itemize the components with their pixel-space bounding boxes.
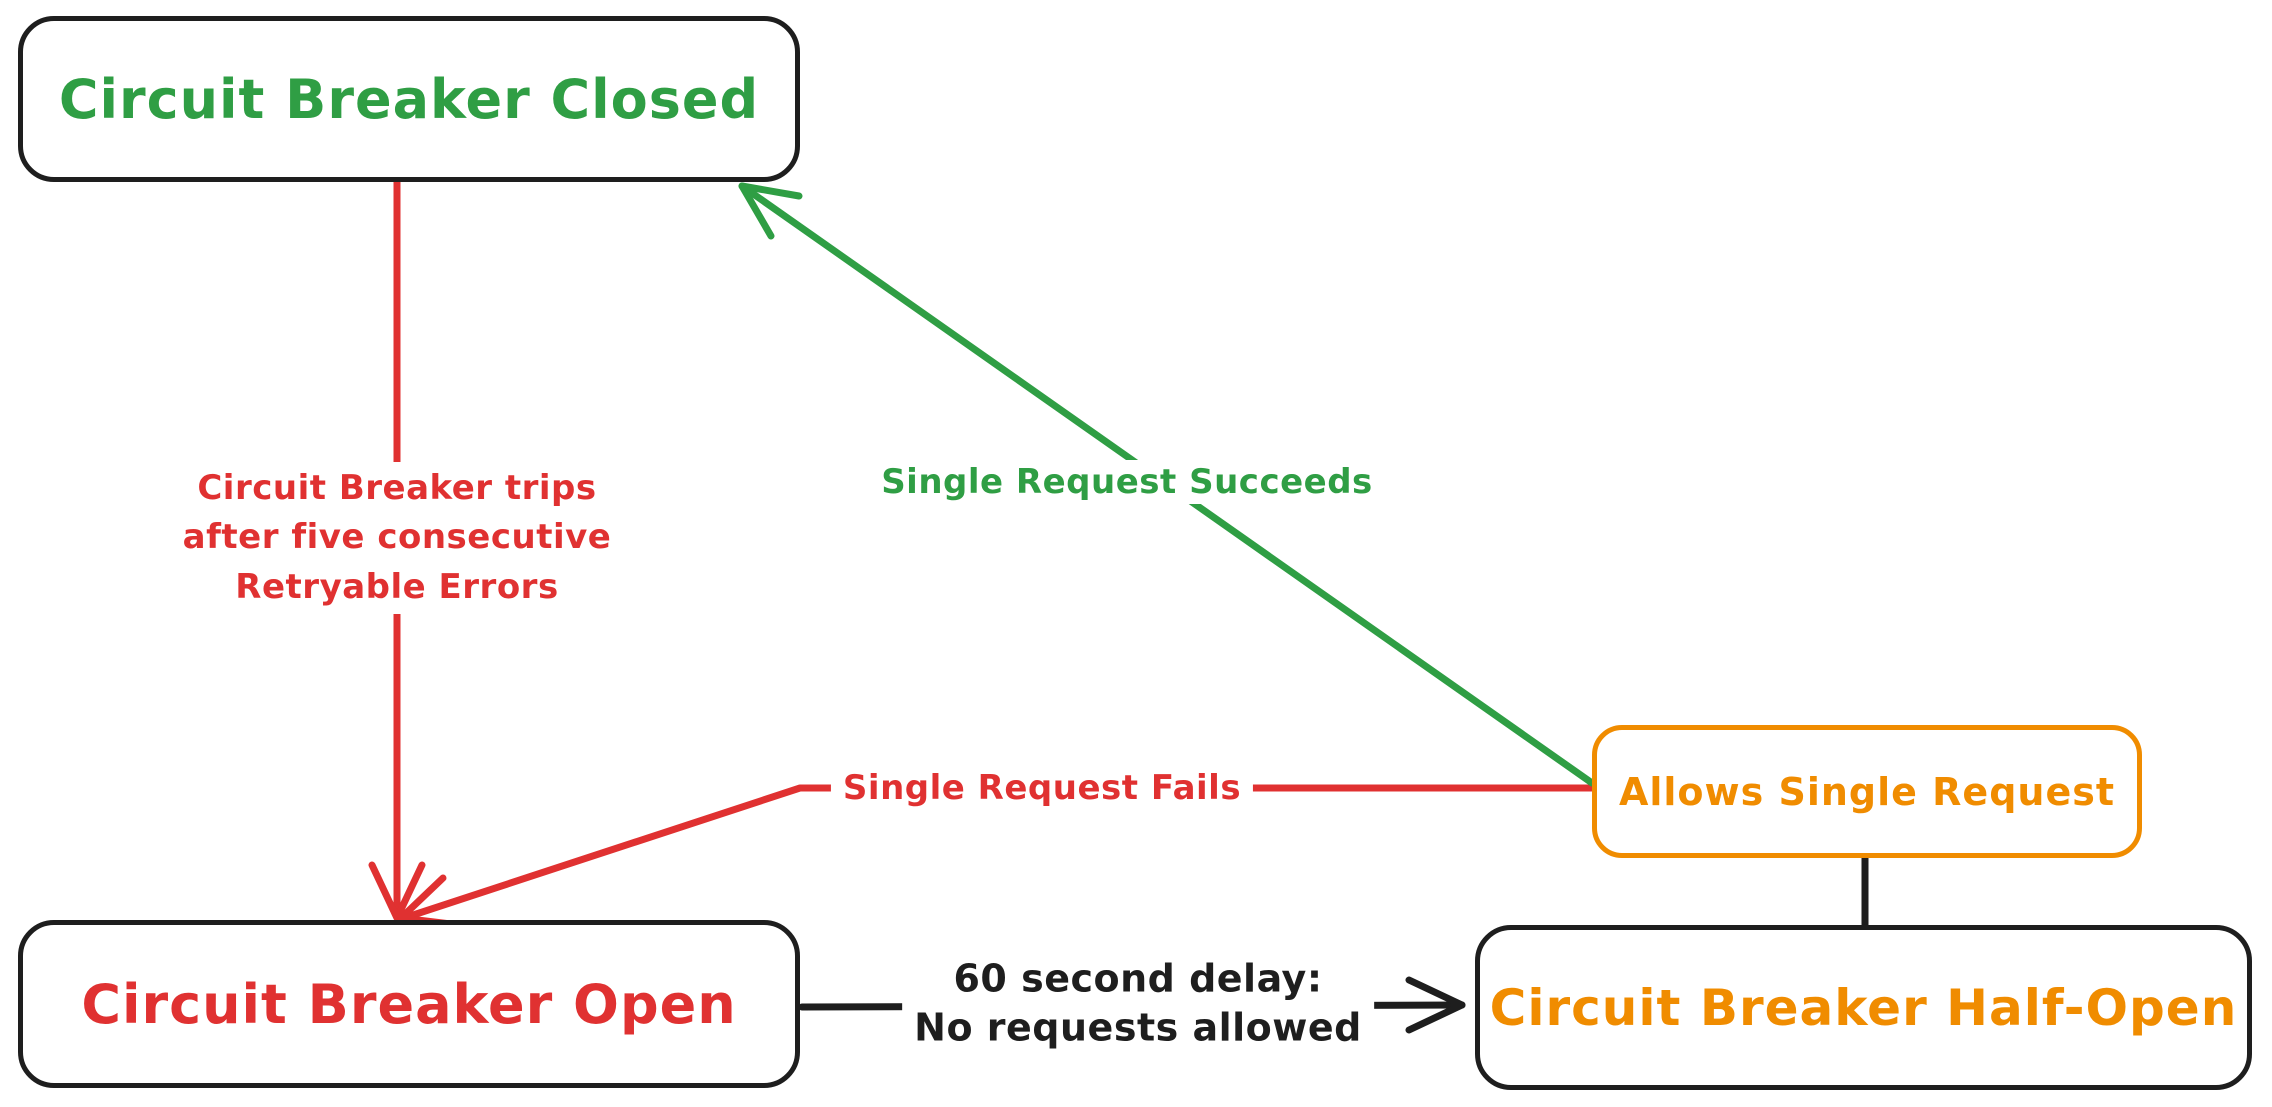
edge-label-fails: Single Request Fails — [830, 766, 1254, 810]
edge-label-delay-line2: No requests allowed — [914, 1006, 1362, 1050]
edge-succeeds-arrowhead — [738, 182, 803, 240]
edge-label-trip: Circuit Breaker trips after five consecu… — [170, 462, 624, 614]
edge-label-trip-line3: Retryable Errors — [235, 566, 559, 607]
edge-label-trip-line1: Circuit Breaker trips — [197, 468, 597, 508]
node-circuit-breaker-half-open: Circuit Breaker Half-Open — [1475, 925, 2252, 1090]
node-circuit-breaker-closed-label: Circuit Breaker Closed — [58, 67, 760, 131]
edge-trip-arrowhead — [368, 861, 426, 922]
node-circuit-breaker-half-open-label: Circuit Breaker Half-Open — [1489, 978, 2238, 1037]
node-circuit-breaker-open: Circuit Breaker Open — [18, 920, 800, 1088]
edge-label-trip-line2: after five consecutive — [182, 517, 612, 558]
edge-label-delay: 60 second delay: No requests allowed — [902, 952, 1374, 1056]
edge-fails-line — [397, 784, 1596, 923]
edge-label-succeeds: Single Request Succeeds — [869, 460, 1385, 504]
edge-label-delay-line1: 60 second delay: — [953, 956, 1323, 1001]
edge-delay-arrowhead — [1405, 976, 1466, 1034]
node-circuit-breaker-open-label: Circuit Breaker Open — [81, 972, 737, 1036]
node-allows-single-request: Allows Single Request — [1592, 725, 2142, 858]
node-circuit-breaker-closed: Circuit Breaker Closed — [18, 16, 800, 182]
node-allows-single-request-label: Allows Single Request — [1618, 769, 2116, 814]
